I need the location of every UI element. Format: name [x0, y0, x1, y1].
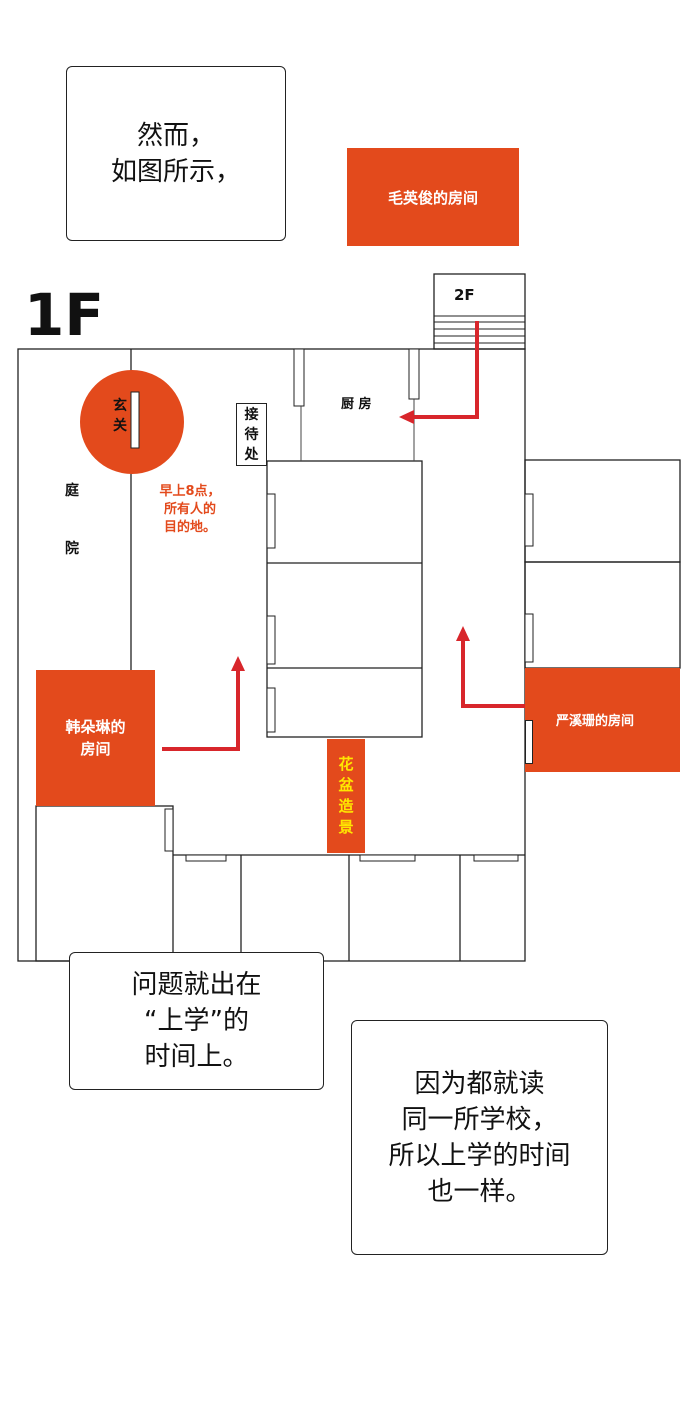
narration-bubble-middle: 问题就出在 “上学”的 时间上。 — [69, 952, 324, 1090]
kitchen-label: 厨 房 — [341, 397, 372, 412]
door — [473, 854, 519, 862]
bubble-line: “上学”的 — [144, 1006, 249, 1036]
courtyard-label: 庭 — [65, 483, 79, 499]
arrow-from-yan-room — [461, 640, 552, 708]
arrowhead-left — [399, 410, 414, 424]
kitchen-window — [408, 348, 420, 400]
floor-label: 1F — [24, 281, 104, 349]
door — [266, 687, 276, 733]
door — [359, 854, 416, 862]
right-room — [524, 561, 681, 669]
arrowhead-up — [456, 626, 470, 641]
bubble-line: 问题就出在 — [131, 970, 262, 1000]
room-han: 韩朵琳的 房间 — [36, 670, 155, 806]
destination-annotation: 早上8点， 所有人的 目的地。 — [150, 483, 230, 537]
flowerbed: 花 盆 造 景 — [327, 739, 365, 853]
room-han-line: 韩朵琳的 — [65, 718, 126, 736]
entrance-label: 玄 关 — [108, 396, 132, 436]
annotation-line: 所有人的 — [163, 502, 216, 517]
door — [164, 808, 174, 852]
flowerbed-char: 盆 — [338, 776, 354, 794]
lower-left-room — [35, 805, 174, 962]
entrance-door — [130, 391, 140, 449]
reception-desk: 接 待 处 — [236, 403, 267, 466]
flowerbed-char: 景 — [338, 818, 354, 836]
door — [266, 493, 276, 549]
right-room — [524, 459, 681, 563]
entrance-char: 关 — [113, 418, 127, 434]
reception-char: 接 — [244, 406, 259, 423]
room-yan: 严溪珊的房间 — [525, 668, 680, 772]
room-mao: 毛英俊的房间 — [347, 148, 519, 246]
bubble-line: 所以上学的时间 — [388, 1140, 571, 1171]
flowerbed-char: 花 — [338, 755, 354, 773]
route-arrows — [162, 321, 552, 751]
door — [525, 720, 533, 764]
kitchen-window — [293, 348, 305, 407]
door — [185, 854, 227, 862]
entrance-char: 玄 — [113, 398, 127, 414]
narration-bubble-top: 然而， 如图所示， — [66, 66, 286, 241]
courtyard-label: 院 — [65, 541, 79, 557]
bubble-line: 然而， — [136, 120, 215, 151]
narration-bubble-bottom: 因为都就读 同一所学校， 所以上学的时间 也一样。 — [351, 1020, 608, 1255]
arrow-from-stairs — [412, 321, 479, 419]
door — [524, 613, 534, 663]
bubble-line: 因为都就读 — [414, 1068, 545, 1099]
stairs-label: 2F — [454, 286, 475, 304]
arrow-from-han-room — [162, 668, 240, 751]
annotation-line: 早上8点， — [159, 484, 221, 499]
staircase — [433, 273, 526, 350]
bubble-line: 也一样。 — [427, 1176, 532, 1207]
bubble-line: 同一所学校， — [401, 1104, 558, 1135]
bubble-line: 如图所示， — [110, 156, 241, 187]
annotation-line: 目的地。 — [163, 520, 216, 535]
flowerbed-char: 造 — [338, 797, 354, 815]
reception-char: 处 — [244, 446, 259, 463]
arrowhead-up — [231, 656, 245, 671]
door — [266, 615, 276, 665]
door — [524, 493, 534, 547]
room-han-line: 房间 — [80, 740, 111, 758]
central-rooms — [266, 460, 423, 738]
bubble-line: 时间上。 — [144, 1042, 249, 1072]
reception-char: 待 — [244, 426, 259, 443]
